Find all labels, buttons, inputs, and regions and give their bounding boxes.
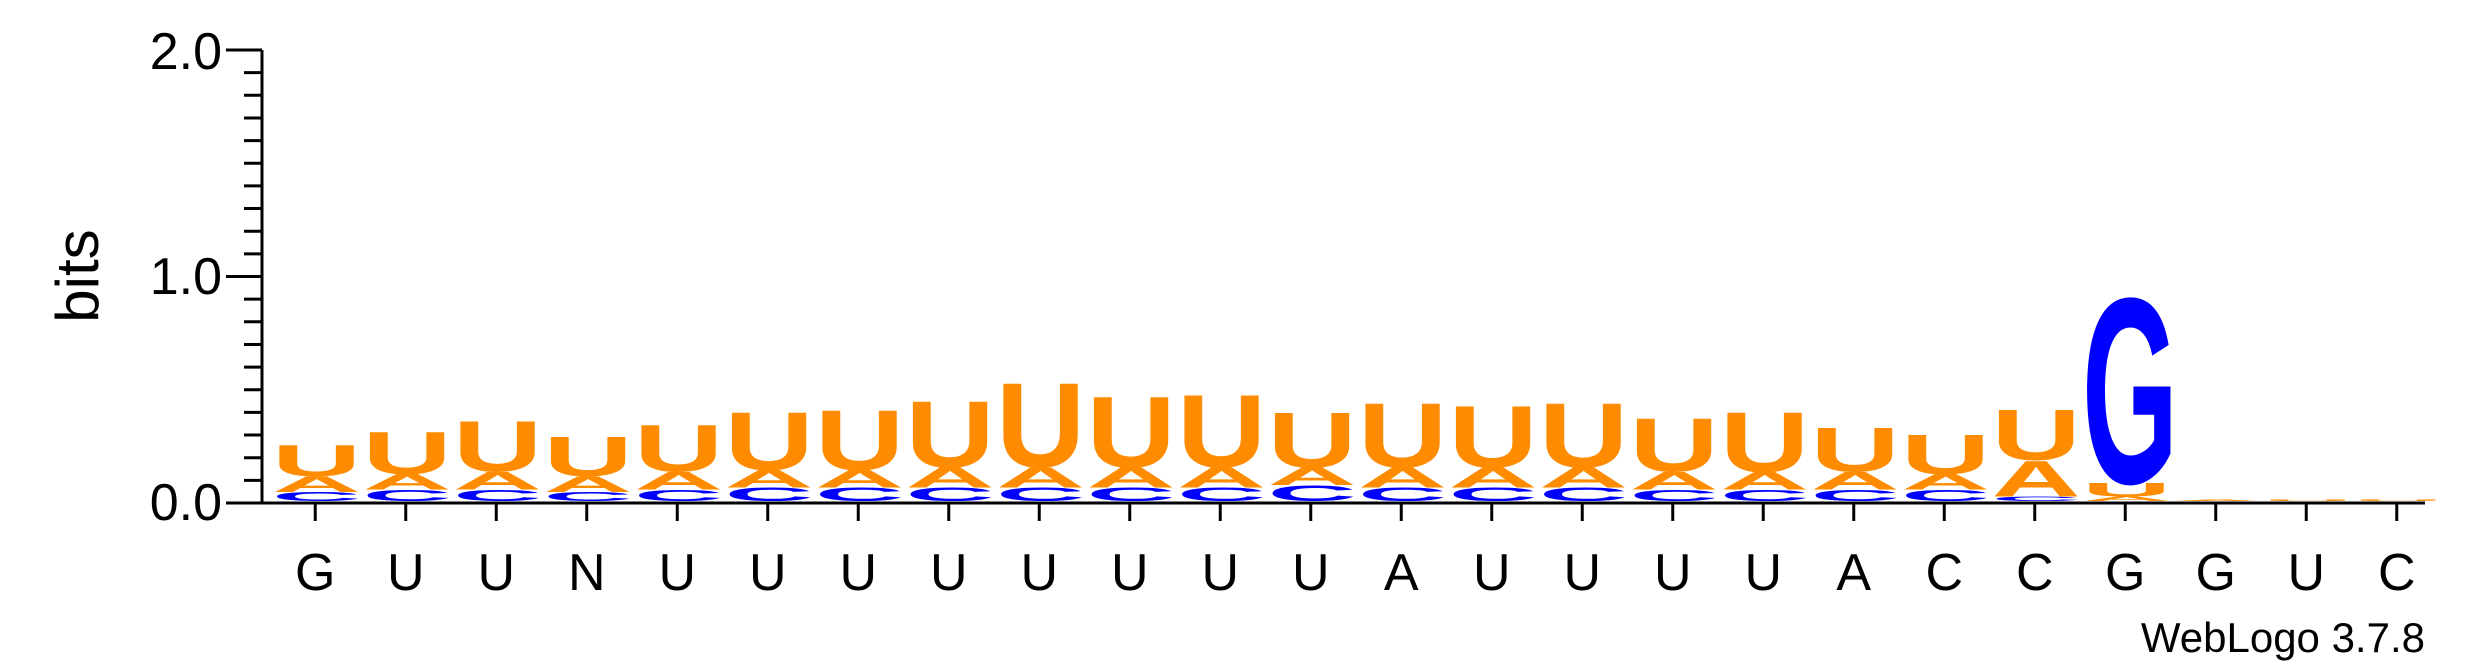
x-tick-label: U: [658, 544, 696, 602]
logo-letter-U: U: [2263, 500, 2352, 502]
logo-letter-A: A: [1901, 470, 1990, 495]
logo-letter-A: A: [1268, 462, 1357, 490]
logo-letter-U: U: [1630, 403, 1719, 488]
x-tick-label: U: [387, 544, 425, 602]
logo-letter-A: A: [996, 462, 1085, 494]
logo-letter-A: A: [815, 464, 904, 492]
y-axis-label: bits: [44, 229, 111, 322]
logo-letter-A: A: [1720, 467, 1809, 495]
logo-letter-A: A: [725, 464, 814, 492]
logo-letter-A: A: [2173, 500, 2262, 501]
x-tick-label: U: [1654, 544, 1692, 602]
logo-letter-A: A: [1539, 462, 1628, 494]
logo-letter-U: U: [1449, 387, 1538, 486]
y-ticks: [226, 48, 262, 505]
x-tick-label: U: [1111, 544, 1149, 602]
logo-letter-C: C: [1630, 487, 1719, 505]
x-tick-label: N: [568, 544, 606, 602]
x-tick-label: A: [1384, 544, 1419, 602]
y-tick-label-2: 2.0: [150, 23, 222, 81]
logo-letter-U: U: [1720, 394, 1809, 490]
x-tick-label: C: [1925, 544, 1963, 602]
logo-letter-C: C: [1992, 495, 2081, 502]
logo-letter-U: U: [996, 359, 1085, 493]
logo-letter-U: U: [272, 436, 361, 486]
x-tick-label: G: [2196, 544, 2236, 602]
logo-letter-U: U: [363, 419, 452, 486]
logo-letter-C: C: [453, 487, 542, 505]
x-tick-label: U: [1020, 544, 1058, 602]
logo-letter-C: C: [363, 487, 452, 505]
logo-letter-A: A: [1449, 462, 1538, 494]
logo-letter-A: A: [1177, 462, 1266, 494]
logo-letter-A: A: [1087, 462, 1176, 494]
logo-letter-A: A: [1630, 467, 1719, 495]
x-tick-label: U: [749, 544, 787, 602]
logo-letter-C: C: [1358, 484, 1447, 505]
logo-letter-C: C: [996, 484, 1085, 505]
x-tick-label: U: [477, 544, 515, 602]
logo-letter-U: U: [1268, 395, 1357, 483]
logo-letter-C: C: [544, 489, 633, 503]
logo-letter-C: C: [1539, 484, 1628, 505]
logo-letter-U: U: [634, 412, 723, 486]
x-tick-label: U: [1473, 544, 1511, 602]
logo-letter-U: U: [725, 396, 814, 488]
logo-letter-A: A: [363, 470, 452, 495]
logo-letter-C: C: [272, 489, 361, 503]
logo-letter-U: U: [1358, 384, 1447, 487]
logo-letter-A: A: [1992, 451, 2081, 507]
logo-letter-U: U: [1811, 414, 1900, 485]
logo-letter-C: C: [1720, 487, 1809, 505]
x-tick-label: U: [1201, 544, 1239, 602]
logo-letter-A: A: [544, 472, 633, 497]
y-tick-label-1: 1.0: [150, 248, 222, 306]
logo-letter-C: C: [1811, 487, 1900, 505]
footer-credit: WebLogo 3.7.8: [2141, 614, 2425, 661]
logo-letter-U: U: [2082, 479, 2171, 500]
logo-letter-C: C: [1449, 484, 1538, 505]
logo-letter-C: C: [634, 487, 723, 505]
x-tick-label: U: [1744, 544, 1782, 602]
logo-letter-C: C: [725, 484, 814, 505]
logo-letter-A: A: [906, 462, 995, 494]
x-tick-label: U: [1292, 544, 1330, 602]
logo-letter-U: U: [453, 406, 542, 487]
logo-letter-U: U: [544, 425, 633, 488]
logo-letter-C: C: [1087, 484, 1176, 505]
logo-letter-U: U: [2354, 500, 2443, 502]
logo-letter-C: C: [906, 484, 995, 505]
x-tick-label: U: [930, 544, 968, 602]
logo-letter-A: A: [1358, 462, 1447, 494]
logo-letters: CAUCAUCAUCAUCAUCAUCAUCAUCAUCAUCAUCAUCAUC…: [272, 242, 2443, 540]
logo-letter-C: C: [1901, 487, 1990, 505]
logo-letter-U: U: [1087, 376, 1176, 489]
x-tick-label: U: [1563, 544, 1601, 602]
logo-letter-U: U: [1539, 384, 1628, 487]
x-tick-label: U: [2287, 544, 2325, 602]
logo-letter-A: A: [634, 467, 723, 495]
logo-letter-U: U: [906, 382, 995, 488]
logo-letter-C: C: [1177, 484, 1266, 505]
logo-letter-U: U: [1177, 373, 1266, 490]
y-tick-label-0: 0.0: [150, 474, 222, 532]
logo-letter-U: U: [815, 392, 904, 488]
x-tick-label: G: [295, 544, 335, 602]
logo-letter-C: C: [1268, 481, 1357, 506]
x-tick-label: G: [2105, 544, 2145, 602]
logo-letter-U: U: [1992, 395, 2081, 476]
x-tick-label: C: [2378, 544, 2416, 602]
logo-letter-A: A: [1811, 467, 1900, 495]
logo-letter-U: U: [1901, 423, 1990, 486]
logo-letter-A: A: [272, 472, 361, 497]
logo-letter-A: A: [2082, 495, 2171, 502]
logo-letter-G: G: [2082, 242, 2178, 540]
logo-letter-A: A: [453, 467, 542, 495]
logo-letter-C: C: [815, 484, 904, 505]
x-tick-label: A: [1836, 544, 1871, 602]
x-tick-label: U: [839, 544, 877, 602]
x-tick-label: C: [2016, 544, 2054, 602]
